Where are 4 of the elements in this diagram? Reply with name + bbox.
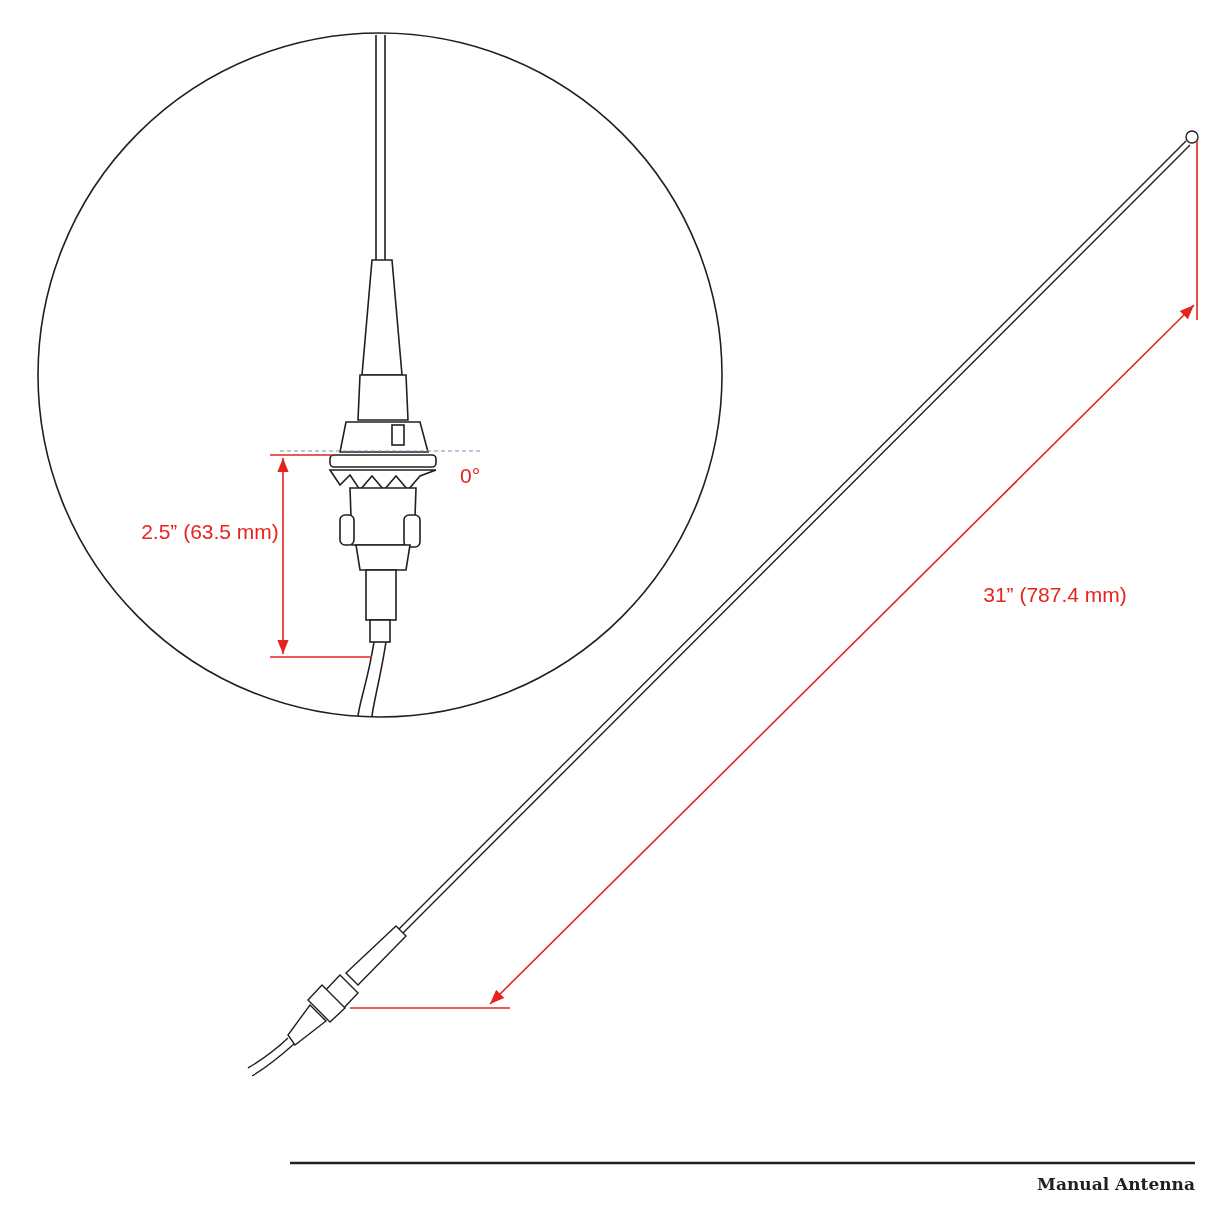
dimension-label: 31” (787.4 mm) [982, 582, 1128, 608]
angle-label: 0° [458, 463, 482, 489]
dimension-label: 2.5” (63.5 mm) [140, 519, 280, 545]
subtitle: Manual Antenna [1036, 1173, 1195, 1196]
